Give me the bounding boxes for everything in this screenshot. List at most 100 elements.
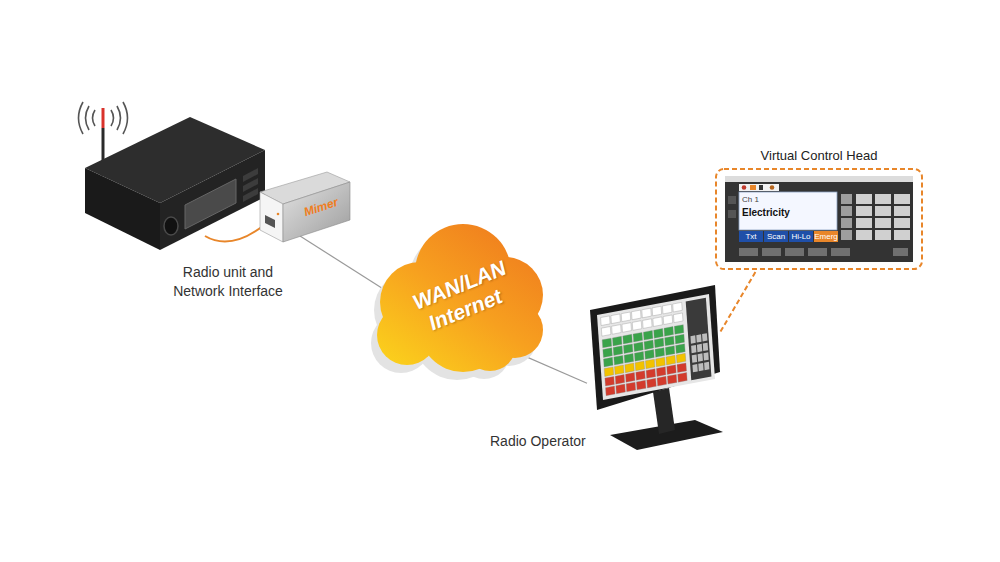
channel-button [623,344,633,354]
network-cloud: WAN/LAN Internet [365,210,550,380]
radio-display [185,179,236,229]
soft-key [739,231,763,242]
channel-button [615,375,625,385]
channel-button [644,340,654,350]
display-screen [739,192,837,230]
soft-key [764,231,788,242]
keypad-key [894,206,910,216]
keypad-key [703,352,708,360]
soft-key: Hi-Lo [789,231,813,242]
box-front [260,192,283,242]
status-icon [770,185,775,190]
channel-button [652,306,662,316]
channel-button [614,355,624,365]
channel-button [676,344,686,354]
zone-text: Electricity [742,207,836,219]
keypad-key [692,364,697,372]
side-panel [686,298,712,380]
channel-button [657,376,667,386]
nav-key [841,230,852,240]
key-label: Txt [739,231,763,242]
tablet-screen [597,294,715,400]
keypad-key [875,194,891,204]
operator-terminal-shape [575,280,725,452]
channel-button [642,308,652,318]
key-label: Emerg [814,231,838,242]
side-arrow [728,196,736,204]
channel-text: Ch 1 [742,195,832,205]
channel-button [634,352,644,362]
channel-button [611,314,621,324]
channel-button [612,336,622,346]
channel-button [656,367,666,377]
display-screen: Ch 1 Electricity [739,192,837,230]
channel-button [612,325,622,335]
channel-button [645,350,655,360]
channel-button [631,310,641,320]
channel-button [606,386,616,396]
cloud-body [377,224,543,372]
radio-button [243,188,258,202]
channel-button [654,329,664,339]
keypad-key [856,218,872,228]
radio-side [85,168,160,250]
soft-key [789,231,813,242]
cloud-puff [464,319,516,371]
radio-wave [123,102,128,134]
channel-button [646,369,656,379]
radio-wave [86,106,90,130]
keypad-key [856,194,872,204]
key-label: Hi-Lo [789,231,813,242]
radio-knob [164,217,178,235]
channel-button [667,374,677,384]
channel-button [601,327,611,337]
channel-button [633,332,643,342]
operator-terminal: Radio Operator [575,280,725,452]
keypad-key [875,206,891,216]
menu-bar [725,176,913,182]
channel-button [632,321,642,331]
channel-button [667,365,677,375]
channel-button [604,367,614,377]
channel-button [655,348,665,358]
radio-wave [111,110,114,126]
tablet-frame [590,285,720,410]
channel-button [662,304,672,314]
channel-button [604,357,614,367]
box-side [283,182,350,242]
channel-button [621,312,631,322]
keypad-key [692,354,697,362]
channel-button [664,327,674,337]
channel-button [625,363,635,373]
icon-strip [739,184,779,191]
status-icon [742,185,747,190]
channel-button [636,380,646,390]
status-icon [759,185,763,190]
channel-button [647,378,657,388]
channel-button [666,355,676,365]
channel-button [673,302,683,312]
nav-key [841,194,852,204]
app-window [725,176,913,262]
channel-button [674,325,684,335]
channel-button [602,338,612,348]
network-interface: Mimer [255,170,355,245]
keypad-key [702,333,707,341]
keypad-key [856,230,872,240]
channel-button [626,382,636,392]
soft-key: Txt [739,231,763,242]
keypad-key [690,335,695,343]
ethernet-port [265,215,275,228]
channel-button [643,330,653,340]
channel-button [678,372,688,382]
network-link [300,236,393,295]
radio-wave [93,110,96,126]
status-led [277,213,280,216]
channel-button [614,365,624,375]
channel-button [603,348,613,358]
function-key [893,248,908,256]
side-arrow [728,210,736,218]
channel-button [676,353,686,363]
keypad-key [894,194,910,204]
channel-button [673,313,683,323]
